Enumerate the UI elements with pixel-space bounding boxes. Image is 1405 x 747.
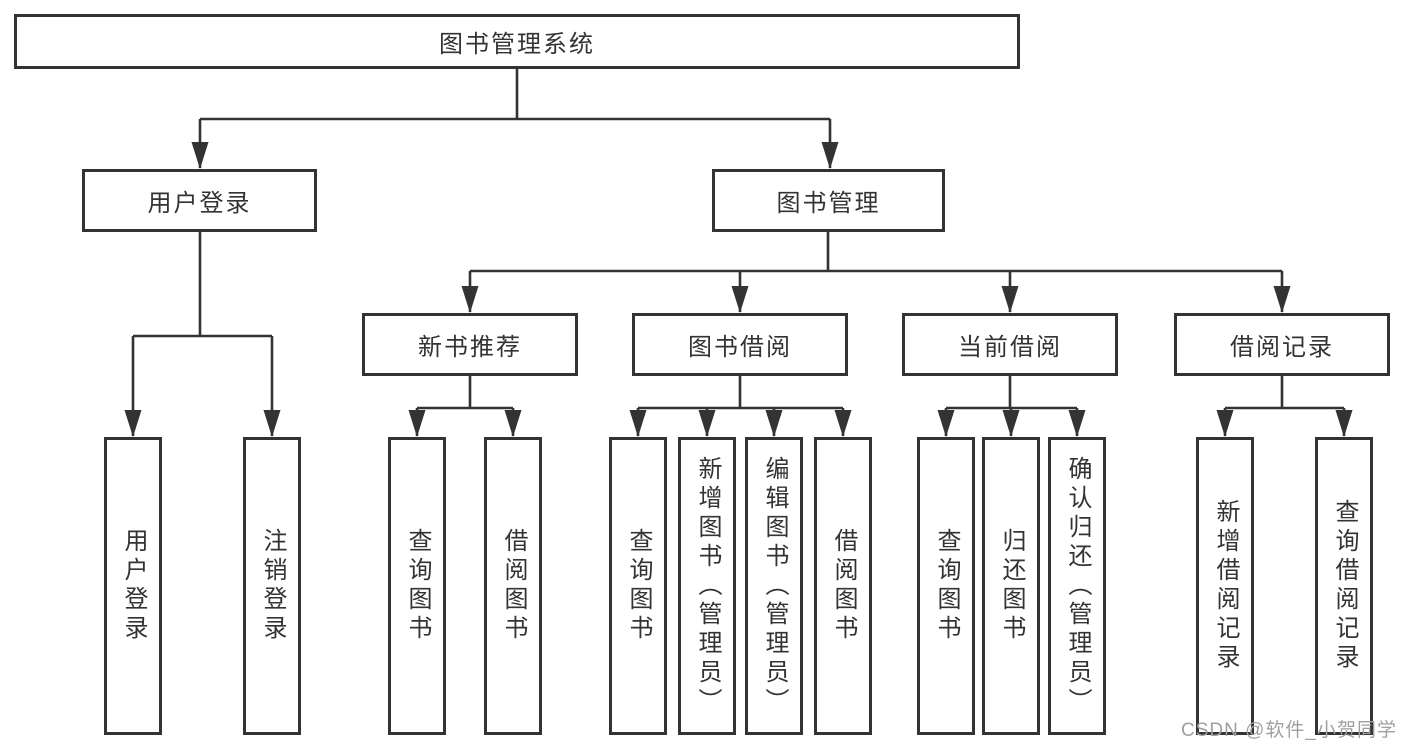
leaf-borrow-edit-books-admin-label: 编辑图书（管理员）: [761, 455, 788, 717]
leaf-logout-label: 注销登录: [259, 528, 286, 644]
node-root-system: 图书管理系统: [14, 14, 1020, 69]
leaf-current-return-books: 归还图书: [982, 437, 1040, 735]
leaf-borrow-query-books-label: 查询图书: [625, 528, 652, 644]
leaf-records-add-record-label: 新增借阅记录: [1212, 499, 1239, 673]
leaf-borrow-add-books-admin: 新增图书（管理员）: [678, 437, 736, 735]
leaf-newbook-query-books: 查询图书: [388, 437, 446, 735]
leaf-borrow-edit-books-admin: 编辑图书（管理员）: [745, 437, 803, 735]
node-book-management-label: 图书管理: [776, 190, 881, 217]
node-book-borrowing-label: 图书借阅: [688, 334, 792, 361]
node-user-login: 用户登录: [82, 169, 317, 232]
leaf-current-query-books: 查询图书: [917, 437, 975, 735]
leaf-current-query-books-label: 查询图书: [933, 528, 960, 644]
node-current-borrowing: 当前借阅: [902, 313, 1118, 376]
leaf-user-login: 用户登录: [104, 437, 162, 735]
leaf-borrow-query-books: 查询图书: [609, 437, 667, 735]
leaf-borrow-add-books-admin-label: 新增图书（管理员）: [694, 455, 721, 717]
leaf-newbook-query-books-label: 查询图书: [404, 528, 431, 644]
csdn-watermark: CSDN @软件_小贺同学: [1181, 720, 1397, 741]
leaf-records-add-record: 新增借阅记录: [1196, 437, 1254, 735]
leaf-newbook-borrow-books-label: 借阅图书: [500, 528, 527, 644]
node-user-login-label: 用户登录: [147, 190, 252, 217]
leaf-borrow-borrow-books-label: 借阅图书: [830, 528, 857, 644]
node-book-borrowing: 图书借阅: [632, 313, 848, 376]
leaf-borrow-borrow-books: 借阅图书: [814, 437, 872, 735]
leaf-records-query-record-label: 查询借阅记录: [1331, 499, 1358, 673]
node-book-management: 图书管理: [712, 169, 945, 232]
leaf-current-confirm-return-admin-label: 确认归还（管理员）: [1064, 455, 1091, 717]
leaf-records-query-record: 查询借阅记录: [1315, 437, 1373, 735]
node-root-system-label: 图书管理系统: [439, 31, 595, 58]
leaf-logout: 注销登录: [243, 437, 301, 735]
node-borrowing-records-label: 借阅记录: [1230, 334, 1334, 361]
leaf-user-login-label: 用户登录: [120, 528, 147, 644]
node-borrowing-records: 借阅记录: [1174, 313, 1390, 376]
leaf-current-confirm-return-admin: 确认归还（管理员）: [1048, 437, 1106, 735]
node-current-borrowing-label: 当前借阅: [958, 334, 1062, 361]
leaf-newbook-borrow-books: 借阅图书: [484, 437, 542, 735]
node-new-book-recommend-label: 新书推荐: [418, 334, 522, 361]
leaf-current-return-books-label: 归还图书: [998, 528, 1025, 644]
node-new-book-recommend: 新书推荐: [362, 313, 578, 376]
